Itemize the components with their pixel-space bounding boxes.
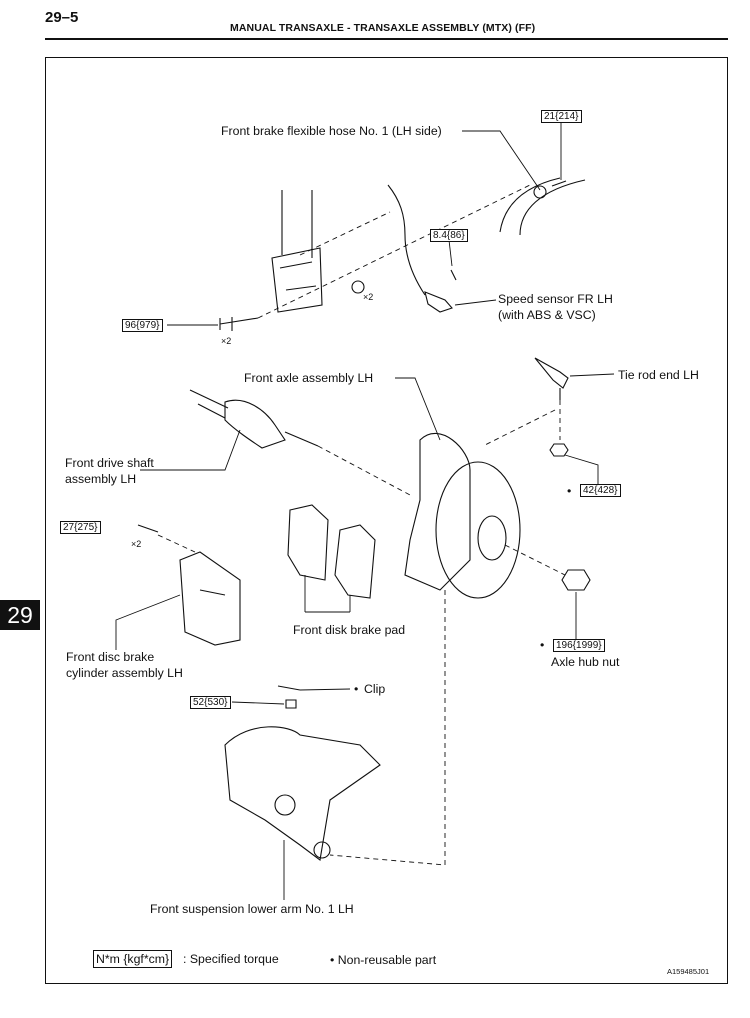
leader-pad (304, 575, 351, 613)
dash-shaft (317, 445, 411, 496)
brake-hose-tube (387, 184, 426, 296)
dash-caliper (157, 534, 196, 553)
hose-bolt (551, 180, 567, 187)
sensor-bolt (450, 269, 457, 281)
leader-shaft (140, 429, 241, 471)
label-brake-pad: Front disk brake pad (293, 623, 406, 637)
label-lower-arm: Front suspension lower arm No. 1 LH (150, 902, 354, 916)
clip-shape (277, 685, 301, 691)
strut-shaft (281, 190, 313, 258)
label-disc-cylinder-2: cylinder assembly LH (66, 666, 183, 680)
strut-bracket (271, 247, 323, 313)
tie-rod-nut (549, 443, 569, 457)
steering-knuckle (404, 432, 471, 591)
drive-spline (284, 431, 319, 447)
strut-nut (351, 280, 365, 294)
drive-shaft (189, 389, 229, 419)
torque-sensor: 8.4{86} (430, 229, 468, 242)
bullet-hubnut: • (540, 638, 545, 652)
strut-bolt (219, 317, 259, 331)
section-tab: 29 (0, 600, 40, 630)
label-brake-hose: Front brake flexible hose No. 1 (LH side… (221, 124, 442, 138)
label-clip: Clip (364, 682, 386, 696)
figure-frame (45, 57, 728, 984)
dash-hub (504, 544, 566, 576)
lower-arm-nut (285, 699, 297, 709)
hose-fitting (533, 185, 547, 199)
legend-nonreusable: • Non-reusable part (330, 953, 437, 967)
torque-lowerarm: 52{530} (190, 696, 231, 709)
label-speed-sensor-2: (with ABS & VSC) (498, 308, 596, 322)
qty-nut: ×2 (363, 292, 374, 302)
bullet-tierod: • (567, 484, 572, 498)
label-speed-sensor-1: Speed sensor FR LH (498, 292, 613, 306)
brake-line (499, 177, 586, 236)
speed-sensor (424, 291, 453, 313)
hub-nut-shape (561, 569, 591, 591)
label-front-axle: Front axle assembly LH (244, 371, 374, 385)
hub (477, 515, 507, 561)
legend-torque-text: : Specified torque (183, 952, 279, 966)
brake-pad-1 (287, 504, 329, 581)
ball-joint (313, 841, 331, 859)
brake-rotor (435, 461, 521, 599)
section-title: MANUAL TRANSAXLE - TRANSAXLE ASSEMBLY (M… (230, 22, 536, 34)
tie-rod-end (534, 357, 569, 400)
header-rule (45, 38, 728, 40)
figure-id: A159485J01 (667, 967, 710, 976)
dash-strut2 (299, 211, 391, 256)
torque-caliper: 27{275} (60, 521, 101, 534)
leader-hose (462, 130, 541, 191)
label-disc-cylinder-1: Front disc brake (66, 650, 155, 664)
torque-tierod: 42{428} (580, 484, 621, 497)
lower-arm-bushing (274, 794, 296, 816)
leader-t-sensor (448, 239, 453, 267)
leader-clip (299, 688, 351, 691)
page-number: 29–5 (45, 9, 79, 26)
bullet-clip: • (354, 682, 359, 696)
torque-hose: 21{214} (541, 110, 582, 123)
torque-strut: 96{979} (122, 319, 163, 332)
leader-caliper (115, 594, 181, 650)
qty-strut-bolt: ×2 (221, 336, 232, 346)
dash-tierod (484, 400, 561, 446)
leader-axle (395, 377, 441, 441)
legend-torque-box: N*m {kgf*cm} (93, 950, 173, 968)
label-drive-shaft-2: assembly LH (65, 472, 137, 486)
leader-tierod (569, 373, 615, 377)
label-tie-rod: Tie rod end LH (618, 368, 699, 382)
torque-hubnut: 196{1999} (553, 639, 605, 652)
caliper-bolt (137, 524, 159, 533)
cv-boot (224, 399, 286, 449)
lower-arm (224, 726, 381, 861)
dash-lowerarm (329, 590, 446, 866)
label-drive-shaft-1: Front drive shaft (65, 456, 154, 470)
leader-sensor (454, 299, 497, 306)
dash-strut (257, 184, 531, 319)
qty-caliper-bolt: ×2 (131, 539, 142, 549)
brake-caliper (179, 551, 241, 646)
label-hub-nut: Axle hub nut (551, 655, 620, 669)
brake-pad-2 (334, 524, 376, 599)
leader-t-lowerarm (231, 701, 285, 705)
